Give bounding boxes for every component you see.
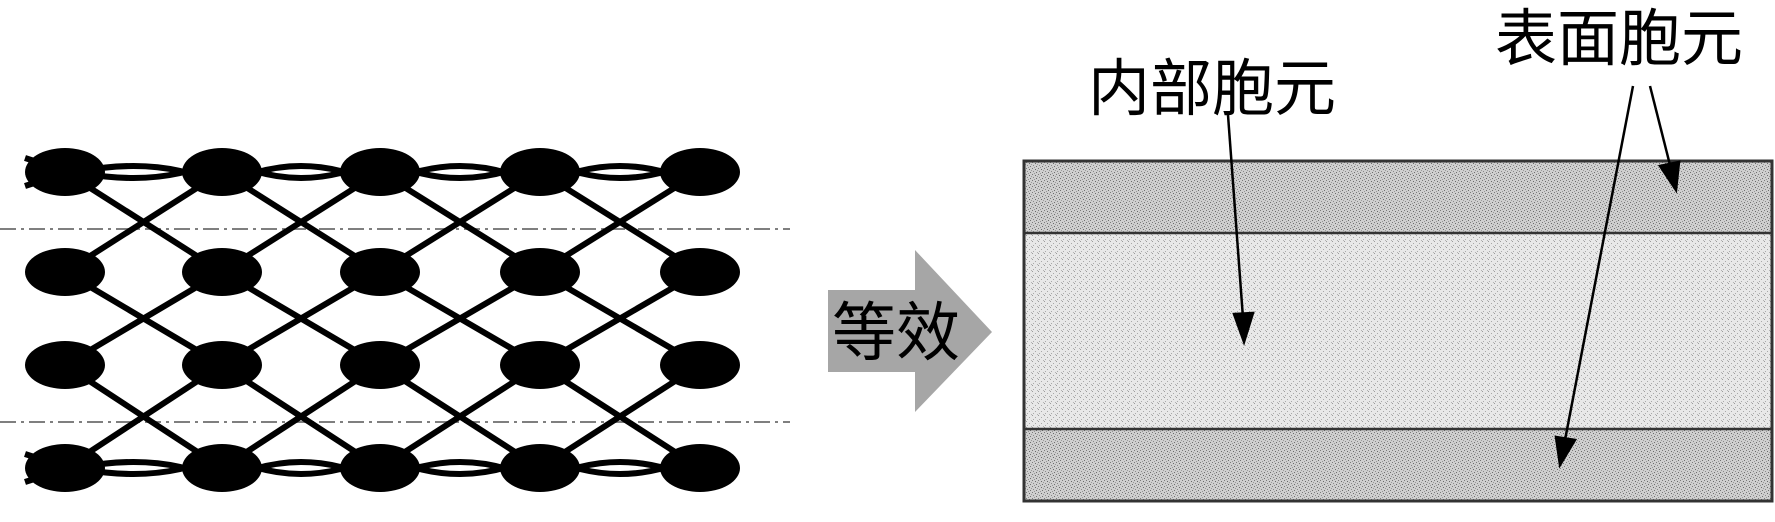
equivalent-model (1022, 85, 1774, 503)
lattice-node (340, 444, 420, 492)
model-border (1022, 159, 1774, 503)
lattice-node (500, 148, 580, 196)
lattice-structure (0, 148, 790, 492)
surface-cell-label: 表面胞元 (1495, 2, 1744, 75)
equivalence-arrow (828, 250, 992, 412)
lattice-node (660, 341, 740, 389)
lattice-node (25, 148, 105, 196)
inner-pointer-line (1226, 114, 1245, 319)
lattice-node (500, 444, 580, 492)
lattice-nodes (25, 148, 740, 492)
lattice-node (500, 248, 580, 296)
lattice-node (660, 444, 740, 492)
lattice-node (660, 148, 740, 196)
surface-pointer-head-2 (1554, 435, 1578, 469)
surface-layer-top (1024, 161, 1772, 233)
inner-pointer-head (1232, 311, 1255, 346)
surface-pointer-line-1 (1648, 85, 1672, 166)
lattice-node (660, 248, 740, 296)
lattice-node (340, 341, 420, 389)
pointer-arrows (1226, 85, 1681, 469)
inner-cell-label: 内部胞元 (1088, 52, 1337, 125)
lattice-node (340, 248, 420, 296)
lattice-node (25, 341, 105, 389)
lattice-node (25, 248, 105, 296)
surface-pointer-head-1 (1657, 160, 1681, 194)
lattice-node (182, 148, 262, 196)
inner-layer (1024, 233, 1772, 429)
lattice-node (182, 248, 262, 296)
lattice-node (25, 444, 105, 492)
lattice-node (182, 341, 262, 389)
surface-layer-bottom (1024, 429, 1772, 501)
equivalence-label: 等效 (832, 297, 960, 371)
surface-pointer-line-2 (1563, 85, 1635, 441)
lattice-struts (24, 155, 702, 485)
lattice-node (500, 341, 580, 389)
lattice-node (340, 148, 420, 196)
lattice-node (182, 444, 262, 492)
